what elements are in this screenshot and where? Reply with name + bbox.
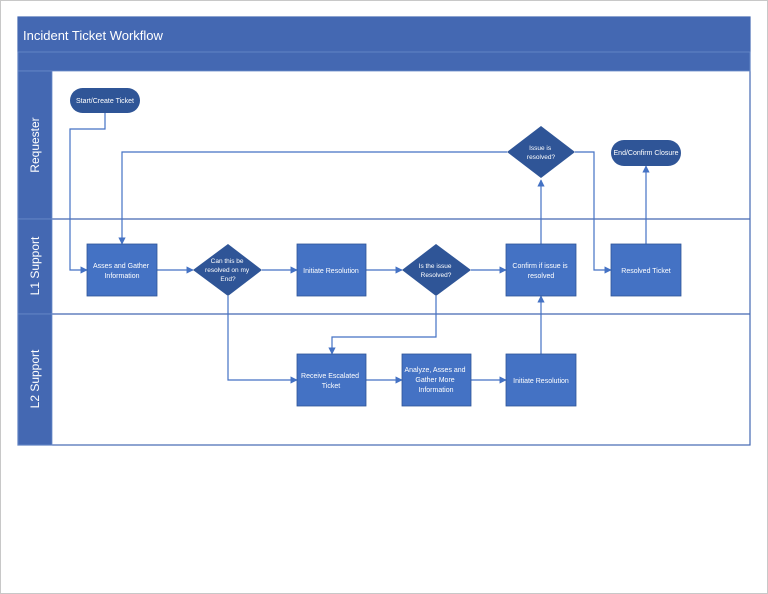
node-resolved-ticket-label: Resolved Ticket — [621, 268, 670, 275]
node-analyze — [401, 353, 472, 407]
node-start-label: Start/Create Ticket — [76, 98, 134, 105]
node-analyze-label: Analyze, Asses and Gather More Informati… — [404, 367, 467, 394]
diagram-title: Incident Ticket Workflow — [23, 28, 164, 43]
node-receive-label: Receive Escalated Ticket — [301, 373, 361, 390]
connector-reqdecision-to-resolved — [575, 151, 612, 274]
lane-header-l1 — [17, 218, 53, 315]
node-decide-l1 — [193, 244, 262, 296]
node-assess — [86, 243, 158, 297]
node-end-label: End/Confirm Closure — [614, 150, 679, 157]
connector-reqdecision-to-assess — [118, 151, 507, 245]
node-confirm-label: Confirm if issue is resolved — [512, 263, 569, 280]
node-assess-label: Asses and Gather Information — [93, 263, 151, 280]
diagram-frame — [17, 16, 751, 446]
node-end — [611, 140, 681, 166]
lane-header-requester — [17, 70, 53, 220]
node-initiate-l2 — [505, 353, 577, 407]
node-confirm — [505, 243, 577, 297]
node-receive — [296, 353, 367, 407]
node-decide-l1-label: Can this be resolved on my End? — [205, 258, 251, 283]
node-start — [70, 88, 140, 113]
node-initiate-l2-label: Initiate Resolution — [513, 378, 569, 385]
connector-start-to-assess — [69, 113, 106, 274]
node-is-resolved-label: Is the issue Resolved? — [419, 263, 454, 279]
node-req-decision — [507, 126, 575, 178]
title-bar — [18, 17, 750, 52]
connector-isresolved-to-receive — [328, 296, 437, 355]
node-is-resolved — [402, 244, 471, 296]
lane-label-requester: Requester — [28, 117, 42, 172]
connector-decision-to-receive — [227, 296, 298, 384]
node-initiate-l1-label: Initiate Resolution — [303, 268, 359, 275]
lane-header-l2 — [17, 313, 53, 446]
lane-label-l1: L1 Support — [28, 236, 42, 295]
lane-label-l2: L2 Support — [28, 349, 42, 408]
node-initiate-l1 — [296, 243, 367, 297]
phase-band — [17, 51, 751, 72]
node-resolved-ticket — [610, 243, 682, 297]
node-req-decision-label: Issue is resolved? — [527, 145, 556, 161]
